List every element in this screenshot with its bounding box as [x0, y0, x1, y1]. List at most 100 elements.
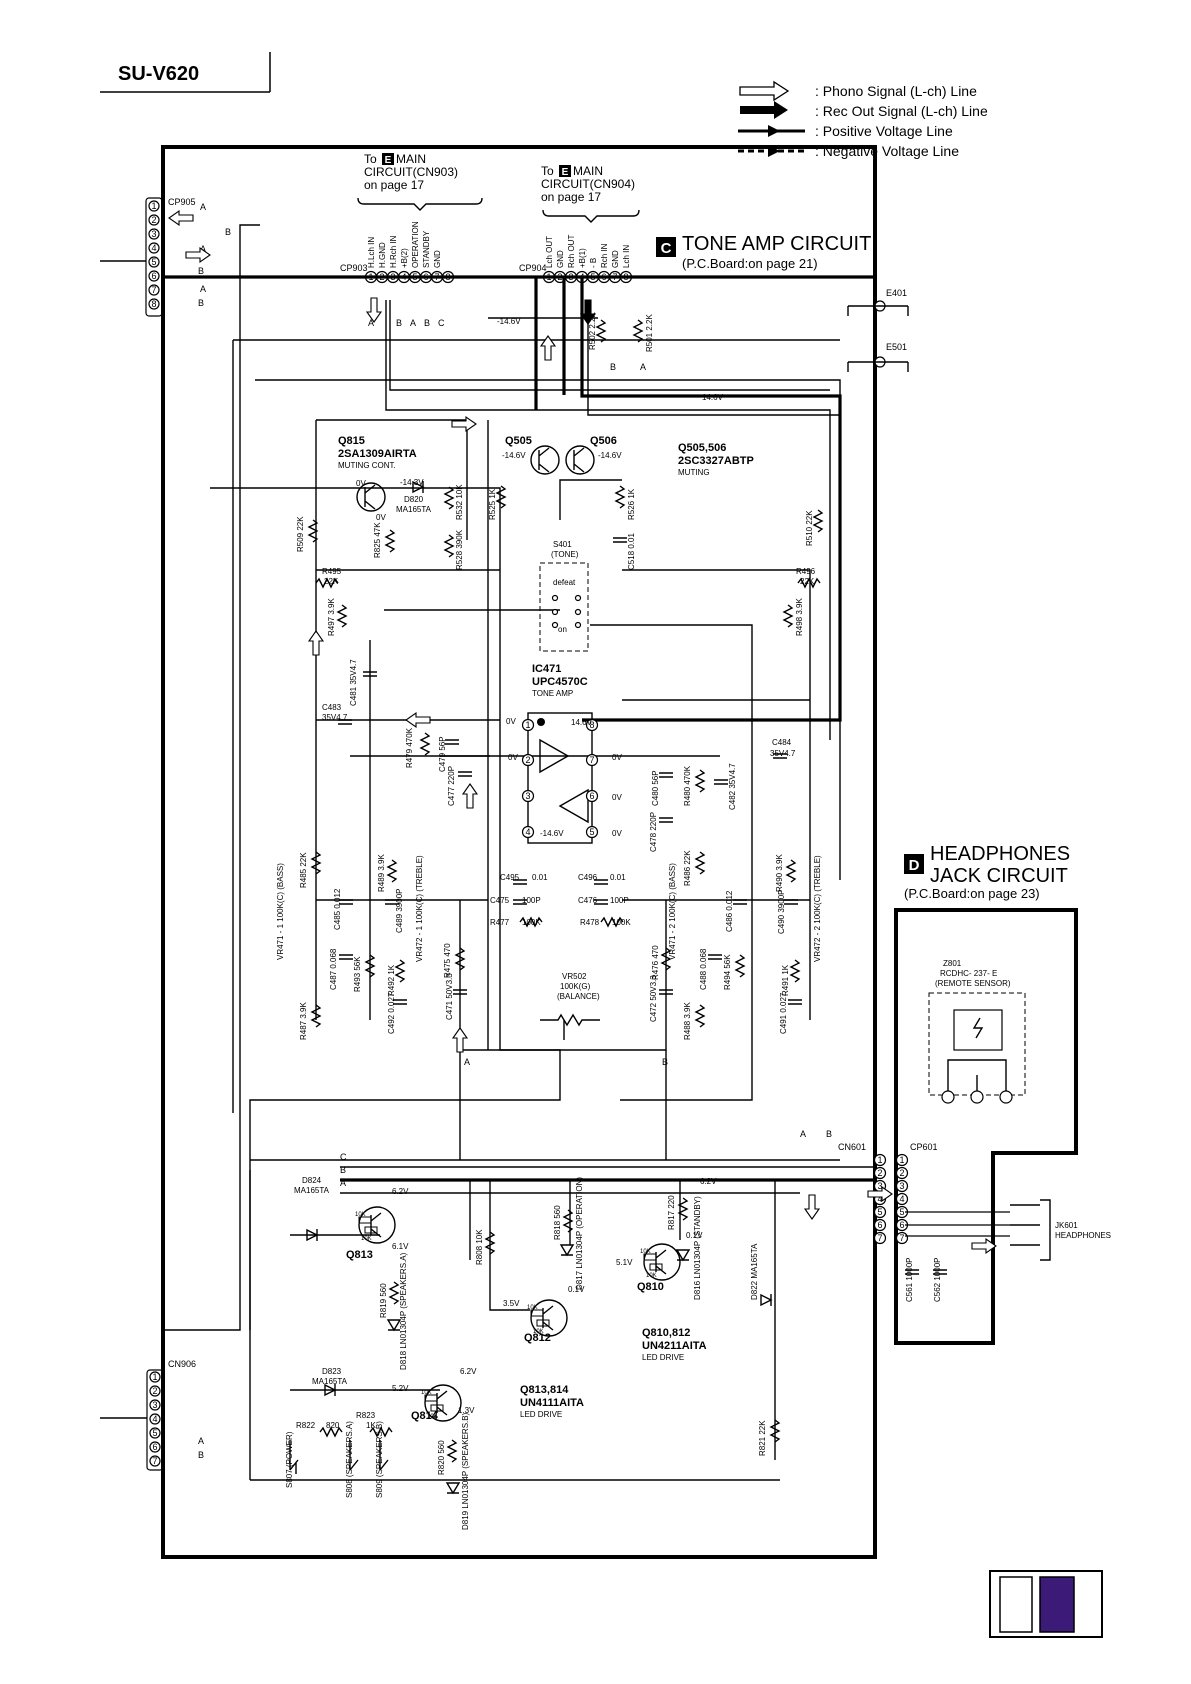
component-label: R479 470K [405, 727, 414, 768]
svg-text:on page 17: on page 17 [541, 190, 601, 204]
led-indicators: D817 LN01304P (OPERATION) D816 LN01304P (… [306, 480, 773, 1530]
cp905-pin: 2 [148, 214, 160, 226]
diode [324, 1383, 337, 1397]
led-indicator: D817 LN01304P (OPERATION) [559, 1177, 584, 1290]
component-label: R497 3.9K [327, 598, 336, 636]
capacitor: C479 56P [438, 736, 459, 772]
svg-text:CP905: CP905 [168, 197, 196, 207]
resistor: R476 470 [651, 945, 672, 980]
resistor: R501 2.2K [632, 314, 654, 352]
svg-text:LED DRIVE: LED DRIVE [520, 1410, 562, 1419]
svg-text:MA165TA: MA165TA [396, 505, 432, 514]
resistor-value: 10K [646, 1273, 657, 1279]
svg-text:0V: 0V [376, 513, 386, 522]
svg-text:on: on [558, 625, 567, 634]
pin-number: 5 [152, 1428, 157, 1438]
component-label: C488 0.068 [699, 948, 708, 990]
resistor-value: 10K [421, 1390, 432, 1396]
z801-remote-sensor: Z801 RCDHC- 237- E (REMOTE SENSOR) [928, 959, 1026, 1104]
solid-arrow-icon [740, 101, 788, 119]
svg-text:E401: E401 [886, 288, 907, 298]
cp601-pin: 1 [895, 1153, 909, 1167]
svg-text:0V: 0V [612, 753, 622, 762]
svg-text:S401: S401 [553, 540, 572, 549]
svg-text:B: B [424, 318, 430, 328]
swatch-left [999, 1576, 1033, 1633]
legend-positive: : Positive Voltage Line [815, 123, 953, 139]
svg-text:Z801: Z801 [943, 959, 962, 968]
vr502-balance: VR502 100K(G) (BALANCE) [540, 972, 600, 1040]
label: VR472 - 1 100K(C) (TREBLE) [415, 855, 424, 962]
svg-text:0.1V: 0.1V [686, 1231, 703, 1240]
component-label: R820 560 [437, 1440, 446, 1475]
label: 0.01 [532, 873, 548, 882]
pin-number: 3 [525, 791, 530, 801]
tone-amp-badge: C [661, 240, 672, 257]
resistor [519, 916, 543, 928]
ref-cn903: To E MAIN CIRCUIT(CN903) on page 17 [357, 152, 483, 211]
label: R478 [580, 918, 600, 927]
hollow-arrow-icon [867, 1185, 893, 1203]
swatch-right [1039, 1576, 1075, 1633]
svg-text:A: A [200, 202, 206, 212]
hollow-arrow-icon [739, 80, 790, 102]
label: R477 [490, 918, 510, 927]
component-label: R489 3.9K [377, 854, 386, 892]
pin-number: 7 [152, 1456, 157, 1466]
label: VR471 - 1 100K(C) (BASS) [276, 863, 285, 960]
led-label: D816 LN01304P (STANDBY) [693, 1196, 702, 1300]
pin-number: 1 [151, 201, 156, 211]
svg-text:B: B [198, 266, 204, 276]
svg-text:D823: D823 [322, 1367, 342, 1376]
headphones-board-outline [894, 908, 1078, 1345]
model-title: SU-V620 [118, 63, 199, 85]
capacitor: C478 220P [649, 812, 673, 852]
cp904-pin-name: +B(1) [578, 248, 587, 268]
svg-text:A: A [200, 284, 206, 294]
hollow-arrow-icon [451, 415, 477, 433]
diode [306, 1228, 319, 1242]
capacitor: C481 35V4.7 [349, 659, 377, 706]
legend: : Phono Signal (L-ch) Line : Rec Out Sig… [738, 80, 988, 159]
component-label: R476 470 [651, 945, 660, 980]
pin-number: 4 [899, 1194, 904, 1204]
cp905-pin: 1 [148, 200, 160, 212]
led-indicator: D816 LN01304P (STANDBY) [675, 1196, 702, 1300]
resistor: R486 22K [683, 850, 706, 886]
svg-text:on page 17: on page 17 [364, 178, 424, 192]
label: C496 [578, 873, 598, 882]
q815-transistor [356, 482, 386, 512]
resistor: R817 220 [667, 1195, 689, 1230]
resistor: R808 10K [475, 1229, 496, 1265]
svg-text:Q505: Q505 [505, 435, 532, 447]
resistor-value: 10K [527, 1305, 538, 1311]
resistor: R510 22K [805, 509, 824, 546]
pin-number: 7 [899, 1233, 904, 1243]
hollow-arrow-icon [461, 783, 479, 809]
cp903-pin-name: STANDBY [422, 230, 431, 268]
positive-voltage-arrow-icon [738, 125, 805, 137]
ic471-pin: 1 [521, 718, 535, 732]
svg-text:MUTING: MUTING [678, 468, 710, 477]
svg-text:5.1V: 5.1V [616, 1258, 633, 1267]
svg-text:UPC4570C: UPC4570C [532, 676, 588, 688]
resistor: R525 1K [488, 485, 507, 520]
label: D822 MA165TA [750, 1243, 759, 1300]
resistor: R502 2.2K [588, 312, 607, 350]
pin-number: 6 [152, 1442, 157, 1452]
svg-text:(TONE): (TONE) [551, 550, 579, 559]
resistor: R821 22K [758, 1419, 781, 1456]
label: R496 [796, 567, 816, 576]
svg-text:Q812: Q812 [524, 1332, 551, 1344]
svg-text:-14.6V: -14.6V [497, 317, 521, 326]
pin-number: 6 [899, 1220, 904, 1230]
resistor: R492 1K [387, 959, 406, 996]
solid-arrow-icon [579, 299, 597, 325]
pin-number: 8 [589, 720, 594, 730]
cp904-pin-name: Lch OUT [545, 236, 554, 268]
svg-text:CP601: CP601 [910, 1142, 938, 1152]
signal-arrows [168, 209, 997, 1255]
pin-number: 4 [525, 827, 530, 837]
